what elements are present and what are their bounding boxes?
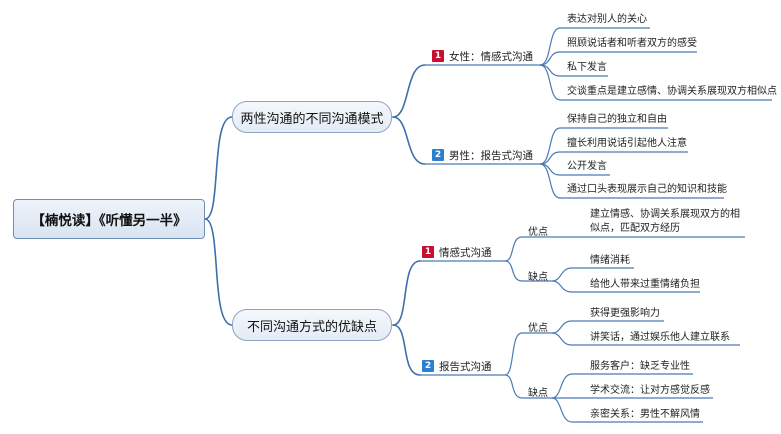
leaf-item[interactable]: 私下发言	[567, 62, 607, 73]
leaf-item[interactable]: 建立情感、协调关系展现双方的相似点，匹配双方经历	[590, 209, 740, 234]
priority-2-icon: 2	[432, 149, 444, 161]
priority-1-icon: 1	[432, 50, 444, 62]
leaf-item[interactable]: 交谈重点是建立感情、协调关系展现双方相似点	[567, 86, 777, 97]
group-female-emotional[interactable]: 1 女性：情感式沟通	[432, 48, 533, 64]
group-label: 报告式沟通	[439, 360, 492, 373]
group-male-report[interactable]: 2 男性：报告式沟通	[432, 147, 533, 163]
leaf-item[interactable]: 通过口头表现展示自己的知识和技能	[567, 184, 727, 195]
leaf-item[interactable]: 学术交流：让对方感觉反感	[590, 385, 710, 396]
cons-label[interactable]: 缺点	[528, 272, 548, 283]
leaf-item[interactable]: 表达对别人的关心	[567, 14, 647, 25]
leaf-item[interactable]: 照顾说话者和听者双方的感受	[567, 38, 697, 49]
group-label: 女性：情感式沟通	[449, 50, 533, 63]
leaf-item[interactable]: 给他人带来过重情绪负担	[590, 279, 700, 290]
leaf-item[interactable]: 获得更强影响力	[590, 308, 660, 319]
leaf-item[interactable]: 保持自己的独立和自由	[567, 114, 667, 125]
leaf-item[interactable]: 公开发言	[567, 161, 607, 172]
pros-label[interactable]: 优点	[528, 227, 548, 238]
leaf-item[interactable]: 讲笑话，通过娱乐他人建立联系	[590, 332, 730, 343]
group-emotional-communication[interactable]: 1 情感式沟通	[422, 244, 492, 260]
connector-branch1-group2	[392, 116, 426, 165]
connector-branch2-group1	[392, 260, 421, 326]
connector-branch1-group1	[392, 64, 426, 118]
leaf-item[interactable]: 服务客户：缺乏专业性	[590, 361, 690, 372]
pros-label[interactable]: 优点	[528, 323, 548, 334]
leaf-item[interactable]: 亲密关系：男性不解风情	[590, 409, 700, 420]
connector-root-branch1	[204, 116, 233, 220]
cons-label[interactable]: 缺点	[528, 388, 548, 399]
group-label: 男性：报告式沟通	[449, 149, 533, 162]
leaf-item[interactable]: 擅长利用说话引起他人注意	[567, 138, 687, 149]
connector-branch2-group2	[392, 324, 421, 376]
group-label: 情感式沟通	[439, 246, 492, 259]
group-report-communication[interactable]: 2 报告式沟通	[422, 358, 492, 374]
branch-pros-cons[interactable]: 不同沟通方式的优缺点	[232, 309, 392, 341]
connector-root-branch2	[204, 218, 233, 326]
root-node[interactable]: 【楠悦读】《听懂另一半》	[13, 199, 205, 239]
branch-communication-modes[interactable]: 两性沟通的不同沟通模式	[232, 101, 392, 133]
priority-1-icon: 1	[422, 246, 434, 258]
leaf-item[interactable]: 情绪消耗	[590, 255, 630, 266]
priority-2-icon: 2	[422, 360, 434, 372]
